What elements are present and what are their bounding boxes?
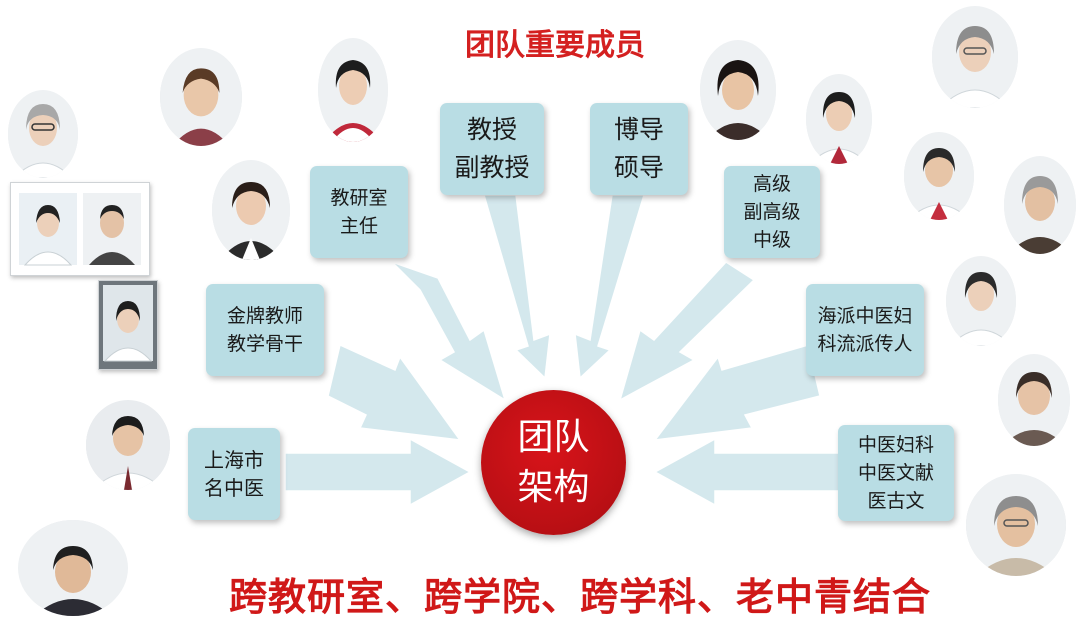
member-photo xyxy=(998,354,1070,446)
portrait-icon xyxy=(932,6,1018,108)
box-professor: 教授 副教授 xyxy=(440,103,544,195)
box-senior-titles: 高级 副高级 中级 xyxy=(724,166,820,258)
arrow-teaching-director xyxy=(391,261,507,402)
box-teaching-director: 教研室 主任 xyxy=(310,166,408,258)
member-photo xyxy=(8,90,78,178)
box-line: 医古文 xyxy=(867,490,925,512)
member-photo xyxy=(932,6,1018,108)
box-line: 主任 xyxy=(339,215,378,237)
box-disciplines: 中医妇科 中医文献 医古文 xyxy=(838,425,954,521)
member-photo xyxy=(1004,156,1076,254)
arrow-professor xyxy=(483,194,551,380)
arrow-haipai xyxy=(653,344,821,441)
box-gold-teacher: 金牌教师 教学骨干 xyxy=(206,284,324,376)
member-photo xyxy=(946,256,1016,346)
box-line: 中医妇科 xyxy=(857,434,934,456)
arrow-senior xyxy=(618,261,756,402)
box-line: 博导 xyxy=(613,115,664,144)
arrow-shanghai xyxy=(284,437,472,507)
box-line: 教学骨干 xyxy=(226,333,303,355)
box-line: 上海市 xyxy=(204,448,264,472)
member-photo xyxy=(86,400,170,490)
box-supervisor: 博导 硕导 xyxy=(590,103,688,195)
box-line: 高级 xyxy=(752,173,791,195)
video-call-icon xyxy=(99,281,157,369)
portrait-icon xyxy=(160,48,242,146)
portrait-icon xyxy=(1004,156,1076,254)
portrait-icon xyxy=(998,354,1070,446)
portrait-icon xyxy=(318,38,388,142)
arrow-supervisor xyxy=(574,194,646,380)
box-line: 名中医 xyxy=(204,476,264,500)
box-line: 副高级 xyxy=(743,201,801,223)
member-photo xyxy=(18,520,128,616)
video-call-screenshot xyxy=(10,182,150,276)
page-title: 团队重要成员 xyxy=(465,28,645,63)
center-line: 团队 xyxy=(517,416,590,458)
portrait-icon xyxy=(904,132,974,220)
video-call-icon xyxy=(11,183,149,275)
box-line: 金牌教师 xyxy=(226,305,303,327)
portrait-icon xyxy=(18,520,128,616)
member-photo xyxy=(160,48,242,146)
member-photo xyxy=(966,474,1066,576)
portrait-icon xyxy=(8,90,78,178)
portrait-icon xyxy=(966,474,1066,576)
portrait-icon xyxy=(86,400,170,490)
member-photo xyxy=(700,40,776,140)
portrait-icon xyxy=(806,74,872,164)
slogan: 跨教研室、跨学院、跨学科、老中青结合 xyxy=(228,574,931,619)
arrow-gold-teacher xyxy=(327,343,462,441)
video-call-screenshot xyxy=(98,280,158,370)
box-line: 教授 xyxy=(466,115,517,144)
portrait-icon xyxy=(212,160,290,260)
box-haipai-heir: 海派中医妇 科流派传人 xyxy=(806,284,924,376)
box-line: 副教授 xyxy=(454,153,530,182)
box-line: 硕导 xyxy=(613,153,664,182)
center-team-structure: 团队 架构 xyxy=(481,390,626,535)
portrait-icon xyxy=(946,256,1016,346)
box-line: 科流派传人 xyxy=(817,333,913,355)
member-photo xyxy=(318,38,388,142)
portrait-icon xyxy=(700,40,776,140)
box-line: 海派中医妇 xyxy=(817,305,913,327)
arrow-disciplines xyxy=(653,437,841,507)
box-shanghai-famous-doctor: 上海市 名中医 xyxy=(188,428,280,520)
box-line: 教研室 xyxy=(330,187,388,209)
member-photo xyxy=(904,132,974,220)
box-line: 中医文献 xyxy=(857,462,934,484)
center-line: 架构 xyxy=(517,466,590,508)
member-photo xyxy=(806,74,872,164)
member-photo xyxy=(212,160,290,260)
box-line: 中级 xyxy=(752,229,791,251)
